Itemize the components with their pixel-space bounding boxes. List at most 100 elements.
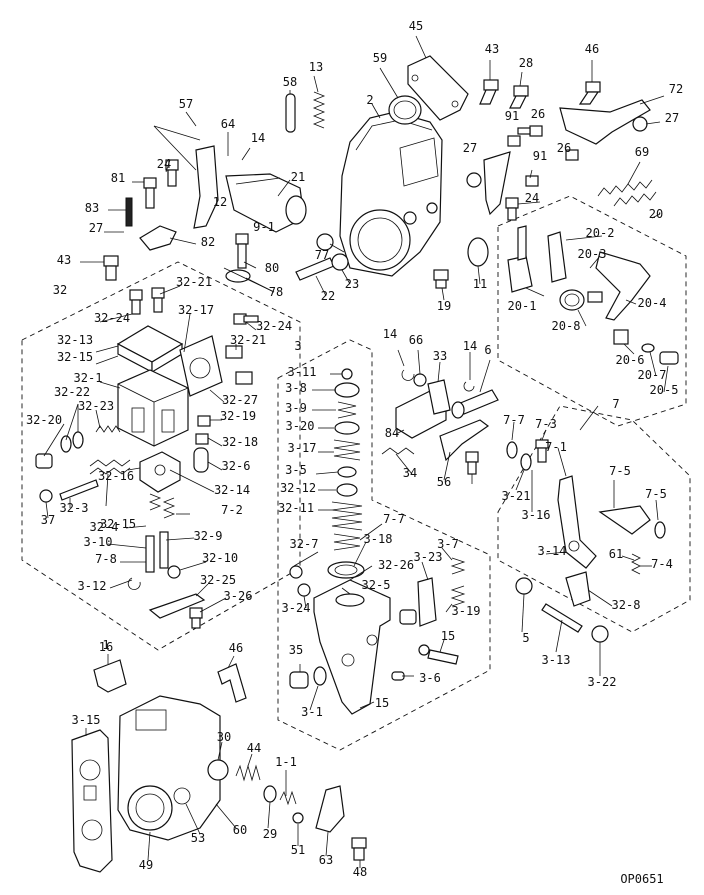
- part-label: 32-17: [178, 303, 214, 317]
- part-label: 46: [229, 641, 243, 655]
- part-label: 32-21: [176, 275, 212, 289]
- part-nut-32-4: [39, 489, 53, 503]
- part-housing-32-1: [117, 369, 189, 447]
- part-label: 61: [609, 547, 623, 561]
- part-label: 81: [111, 171, 125, 185]
- part-label: 3-24: [282, 601, 311, 615]
- part-label: 3-26: [224, 589, 253, 603]
- part-label: 20-6: [616, 353, 645, 367]
- part-label: 23: [345, 277, 359, 291]
- part-label: 32-14: [214, 483, 250, 497]
- part-stack-3: [331, 368, 363, 551]
- part-bolt-32-24-right: [233, 313, 259, 325]
- part-label: 19: [437, 299, 451, 313]
- part-label: 77: [315, 248, 329, 262]
- part-washer-32-26: [167, 565, 181, 579]
- part-label: 82: [201, 235, 215, 249]
- part-label: 32-6: [222, 459, 251, 473]
- part-label: 32-25: [200, 573, 236, 587]
- part-label: 2: [366, 93, 373, 107]
- part-label: 32-21: [230, 333, 266, 347]
- part-shaft-6: [451, 389, 499, 419]
- part-bolt-37: [465, 451, 479, 475]
- part-screw-32-6: [189, 607, 203, 629]
- part-spring-69: [597, 179, 657, 207]
- part-bolt-80: [235, 233, 249, 269]
- part-label: 32-4: [90, 520, 119, 534]
- part-label: 29: [263, 827, 277, 841]
- part-label: 7-1: [545, 440, 567, 454]
- part-lever-12: [193, 145, 219, 229]
- part-label: 14: [463, 339, 477, 353]
- part-label: 3-11: [288, 365, 317, 379]
- part-clip-35: [217, 663, 247, 703]
- part-bolt-43-top: [479, 79, 499, 105]
- part-label: 59: [373, 51, 387, 65]
- part-plate-32-17: [179, 335, 223, 397]
- part-bracket-32-5: [148, 593, 206, 619]
- part-label: 12: [213, 195, 227, 209]
- part-label: 20-1: [508, 299, 537, 313]
- part-lever-49: [315, 785, 345, 833]
- part-bracket-82: [139, 225, 177, 251]
- part-label: 11: [473, 277, 487, 291]
- part-label: 20-8: [552, 319, 581, 333]
- part-label: 3: [294, 339, 301, 353]
- part-pin-32-3: [59, 479, 99, 501]
- part-label: 3-12: [78, 579, 107, 593]
- part-label: 56: [437, 475, 451, 489]
- part-label: 24: [157, 157, 171, 171]
- part-label: 32-22: [54, 385, 90, 399]
- part-label: 1: [102, 638, 109, 652]
- part-block-32-14: [139, 451, 181, 493]
- part-label: 27: [89, 221, 103, 235]
- part-spring-34: [381, 447, 415, 455]
- drawing-reference: OP0651: [620, 872, 663, 886]
- part-label: 48: [353, 865, 367, 879]
- part-label: 21: [291, 170, 305, 184]
- part-label: 78: [269, 285, 283, 299]
- part-label: 43: [485, 42, 499, 56]
- part-spring-1-1: [235, 764, 277, 803]
- part-label: 3-1: [301, 705, 323, 719]
- part-label: 37: [41, 513, 55, 527]
- part-label: 32-5: [362, 578, 391, 592]
- part-label: 7-5: [609, 464, 631, 478]
- part-bolt-81: [143, 177, 157, 209]
- part-label: 3-20: [286, 419, 315, 433]
- part-label: 3-22: [588, 675, 617, 689]
- part-gasket-30: [71, 729, 113, 873]
- part-label: 44: [247, 741, 261, 755]
- part-label: 24: [525, 191, 539, 205]
- group-7-boundary: [497, 405, 691, 633]
- part-label: 32-24: [94, 311, 130, 325]
- part-label: 60: [233, 823, 247, 837]
- part-label: 3-21: [502, 489, 531, 503]
- part-plug-44: [207, 759, 229, 781]
- part-label: 51: [291, 843, 305, 857]
- part-nut-27-mid: [466, 172, 482, 188]
- part-shaft-9: [225, 173, 307, 233]
- part-bolt-43-left: [103, 255, 119, 281]
- part-label: 20-3: [578, 247, 607, 261]
- part-label: 20-5: [650, 383, 679, 397]
- part-label: 32-3: [60, 501, 89, 515]
- part-washer-3-22: [418, 644, 430, 656]
- part-nut-77: [316, 233, 334, 251]
- part-pump-housing: [339, 111, 443, 277]
- part-bushing-15: [515, 577, 609, 643]
- part-spring-53: [279, 790, 297, 806]
- part-label: 7-4: [651, 557, 673, 571]
- part-nut-27-right: [632, 116, 648, 132]
- part-label: 20: [649, 207, 663, 221]
- part-spring-20-8: [559, 289, 603, 311]
- part-label: 7-8: [95, 552, 117, 566]
- part-label: 34: [403, 466, 417, 480]
- part-cover-45: [407, 55, 469, 121]
- part-nut-32-18: [195, 415, 211, 445]
- part-label: 7-5: [645, 487, 667, 501]
- part-bolt-26: [517, 125, 543, 137]
- part-label: 32-13: [57, 333, 93, 347]
